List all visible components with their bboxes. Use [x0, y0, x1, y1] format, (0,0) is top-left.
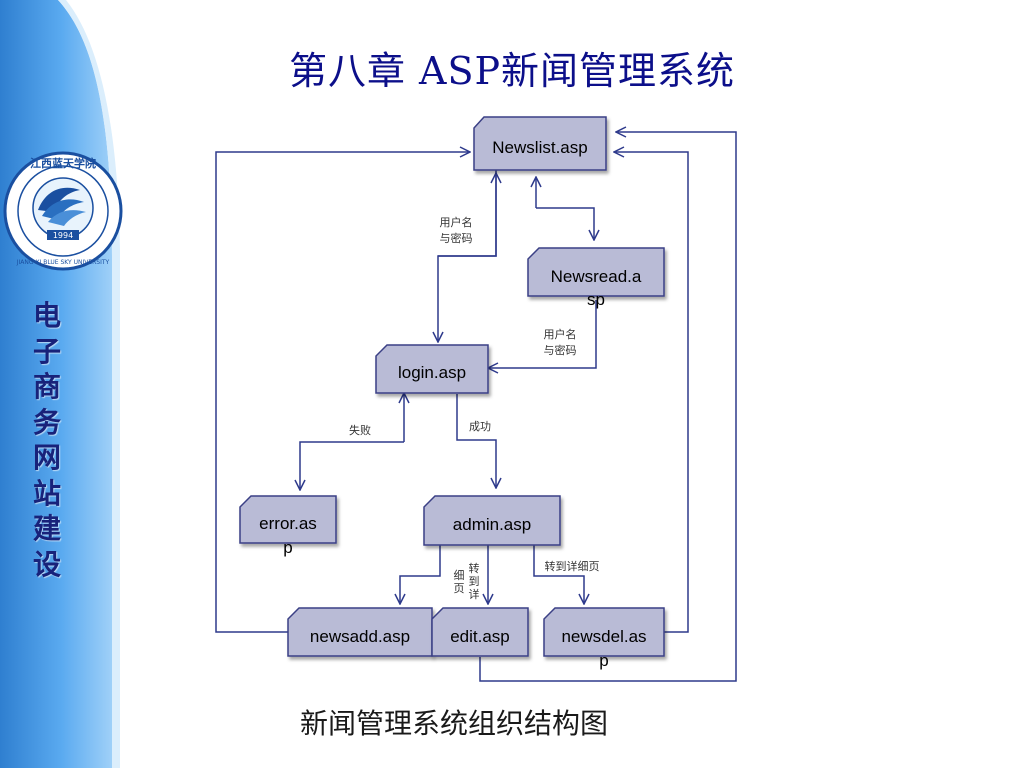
edge-label-to-detail: 详	[469, 587, 480, 601]
node-newsread: Newsread.a sp	[527, 247, 665, 309]
node-label: error.as	[259, 514, 317, 533]
vertical-char: 网	[32, 441, 61, 474]
edge-admin-to-newsdel	[533, 545, 584, 604]
logo-year: 1994	[53, 231, 73, 240]
vertical-char: 设	[32, 547, 61, 581]
edge-label-to-detail: 转到详细页	[545, 559, 600, 573]
vertical-char: 电	[32, 299, 61, 332]
node-label: admin.asp	[453, 515, 531, 534]
university-logo: 1994 江西蓝天学院 JIANG XI BLUE SKY UNIVERSITY	[3, 151, 123, 271]
node-label: p	[599, 651, 608, 670]
slide-title: 第八章 ASP新闻管理系统	[288, 49, 736, 93]
node-newslist: Newslist.asp	[473, 116, 607, 171]
edge-label-user-pass: 用户名	[544, 327, 577, 341]
node-newsdel: newsdel.as p	[543, 607, 665, 670]
edge-label-fail: 失败	[349, 423, 371, 437]
vertical-char: 商	[32, 370, 61, 403]
edge-login-to-error	[300, 441, 404, 490]
node-admin: admin.asp	[423, 495, 561, 546]
node-label: newsadd.asp	[310, 627, 410, 646]
node-error: error.as p	[239, 495, 337, 557]
edge-newsread-to-login	[488, 300, 597, 368]
logo-chinese-name: 江西蓝天学院	[30, 156, 96, 170]
edge-edit-to-newslist	[479, 132, 737, 682]
node-label: sp	[587, 290, 605, 309]
edge-label-user-pass: 用户名	[440, 215, 473, 229]
edge-label-to-detail: 细	[454, 569, 465, 582]
vertical-char: 建	[32, 512, 61, 545]
edge-label-user-pass: 与密码	[544, 343, 577, 357]
logo-english-name: JIANG XI BLUE SKY UNIVERSITY	[16, 259, 110, 266]
sidebar-vertical-title: 电 子 商 务 网 站 建 设	[22, 298, 72, 582]
edge-login-to-newslist	[438, 173, 496, 257]
node-label: newsdel.as	[561, 627, 646, 646]
edge-login-to-admin	[456, 394, 496, 488]
edge-label-to-detail: 到	[469, 575, 480, 588]
node-edit: edit.asp	[431, 607, 529, 657]
edge-label-user-pass: 与密码	[440, 231, 473, 245]
edge-newsadd-to-newslist	[215, 152, 470, 633]
node-label: login.asp	[398, 363, 466, 382]
vertical-char: 站	[32, 476, 61, 510]
node-login: login.asp	[375, 344, 489, 394]
edge-admin-to-newsadd	[400, 545, 441, 604]
edge-label-to-detail: 页	[454, 582, 465, 595]
node-label: Newsread.a	[551, 267, 642, 286]
edge-label-to-detail: 转	[469, 561, 480, 575]
edge-newsdel-to-newslist	[614, 152, 689, 633]
node-label: edit.asp	[450, 627, 510, 646]
edge-label-success: 成功	[469, 420, 491, 433]
vertical-char: 务	[32, 405, 61, 439]
node-newsadd: newsadd.asp	[287, 607, 433, 657]
vertical-char: 子	[32, 334, 61, 368]
node-label: Newslist.asp	[492, 138, 587, 157]
node-label: p	[283, 538, 292, 557]
edge-newslist-to-newsread	[536, 207, 594, 240]
diagram-caption: 新闻管理系统组织结构图	[300, 707, 609, 740]
